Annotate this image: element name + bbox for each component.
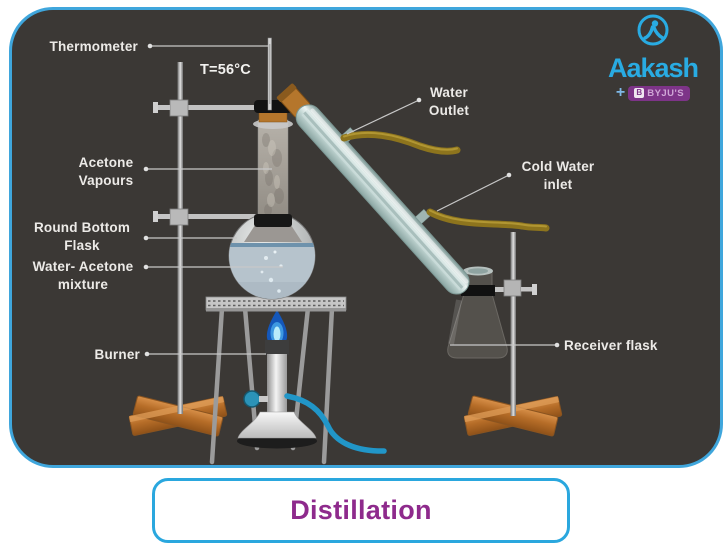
left-stand-wood-base	[128, 395, 228, 437]
gas-tube	[284, 393, 387, 454]
water-acetone-mixture-label: Water- Acetone mixture	[32, 259, 134, 292]
cold-water-inlet-tube	[426, 208, 550, 232]
cold-water-inlet-label: Cold Water inlet	[521, 159, 595, 192]
receiver-clamp-band	[461, 285, 495, 296]
vapour-mottle	[262, 133, 284, 216]
water-acetone-liquid	[229, 243, 315, 299]
right-stand	[463, 232, 563, 437]
receiver-flask-label: Receiver flask	[564, 338, 658, 353]
byjus-square-icon: B	[634, 88, 645, 98]
title-box: Distillation	[152, 478, 570, 543]
brand-logo: Aakash + B BYJU'S	[586, 13, 720, 101]
diagram-card	[9, 7, 723, 468]
byjus-badge-text: BYJU'S	[647, 87, 685, 99]
acetone-vapours-label: Acetone Vapours	[78, 155, 134, 188]
condenser	[276, 83, 470, 295]
water-tubes	[340, 130, 550, 232]
burner	[237, 340, 387, 454]
burner-flame	[266, 310, 288, 345]
plus-sign: +	[615, 84, 626, 101]
temperature-label: T=56°C	[200, 62, 251, 78]
thermometer-rod	[267, 37, 272, 111]
burner-label: Burner	[94, 347, 140, 362]
thermometer-label: Thermometer	[49, 39, 138, 54]
water-outlet-label: Water Outlet	[428, 85, 470, 118]
aakash-circle-icon	[637, 14, 669, 46]
brand-name: Aakash	[607, 53, 699, 83]
neck-black-ring	[254, 214, 292, 227]
receiver-flask	[447, 266, 508, 359]
leader-lines	[143, 43, 560, 357]
round-bottom-flask-label: Round Bottom Flask	[33, 220, 131, 253]
right-stand-rod	[510, 232, 516, 416]
receiver-clamp	[461, 279, 537, 297]
wire-gauze	[205, 296, 347, 312]
water-outlet-tube	[340, 130, 461, 155]
burner-knob	[243, 390, 261, 408]
round-bottom-flask	[228, 37, 316, 300]
upper-clamp	[153, 99, 260, 117]
byjus-badge: B BYJU'S	[628, 85, 691, 101]
flask-neck-vapours	[257, 119, 289, 225]
diagram-title: Distillation	[290, 495, 432, 525]
lower-clamp	[153, 208, 260, 226]
